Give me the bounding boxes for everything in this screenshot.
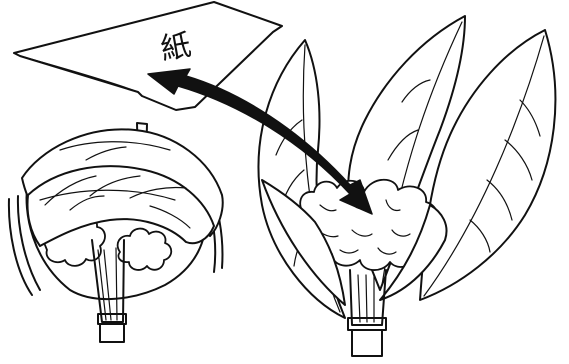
right-cauliflower <box>259 16 556 356</box>
paper-label: 紙 <box>153 25 199 71</box>
paper-sheet <box>14 2 282 110</box>
left-cauliflower <box>9 123 223 342</box>
